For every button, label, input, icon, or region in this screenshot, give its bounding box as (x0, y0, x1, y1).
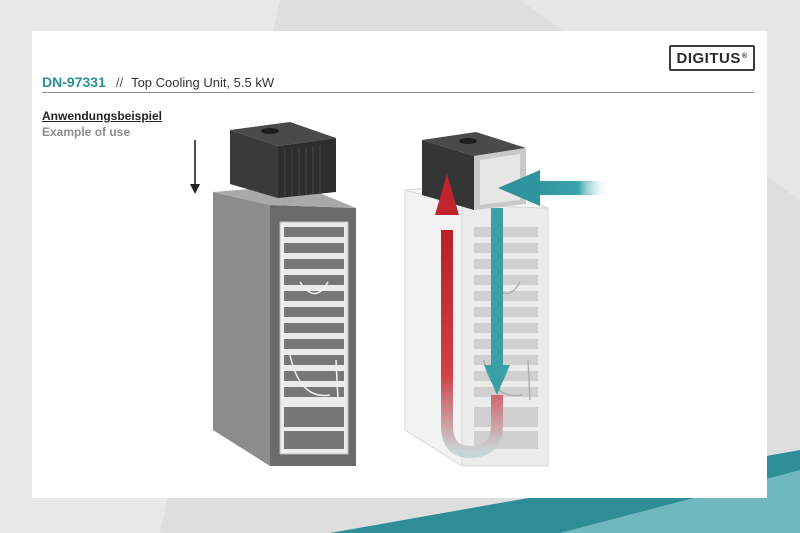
digitus-logo: DIGITUS® (669, 45, 755, 71)
cool-air-down-arrowhead-icon (484, 365, 510, 395)
cooling-unit-left (230, 122, 336, 198)
header-divider (42, 92, 754, 93)
hot-air-return-arrow (441, 230, 503, 459)
down-arrow-icon (190, 140, 200, 194)
logo-text: DIGITUS (676, 49, 741, 67)
model-number: DN-97331 (42, 74, 106, 90)
registered-mark: ® (741, 52, 748, 60)
cooling-unit-right (422, 132, 526, 210)
product-header: DN-97331 // Top Cooling Unit, 5.5 kW (42, 74, 274, 92)
product-title: Top Cooling Unit, 5.5 kW (131, 75, 275, 90)
hot-air-arrowhead-icon (435, 174, 459, 215)
rack-left (213, 185, 356, 466)
rack-right (404, 182, 549, 467)
label-english: Example of use (42, 125, 131, 139)
cool-air-inlet-arrow (530, 181, 610, 195)
content-card (32, 31, 767, 498)
label-german: Anwendungsbeispiel (42, 109, 163, 123)
cool-air-down-arrow (491, 208, 503, 368)
cool-air-arrowhead-icon (498, 170, 540, 206)
airflow-arrows (435, 170, 610, 459)
header-separator: // (115, 75, 124, 90)
